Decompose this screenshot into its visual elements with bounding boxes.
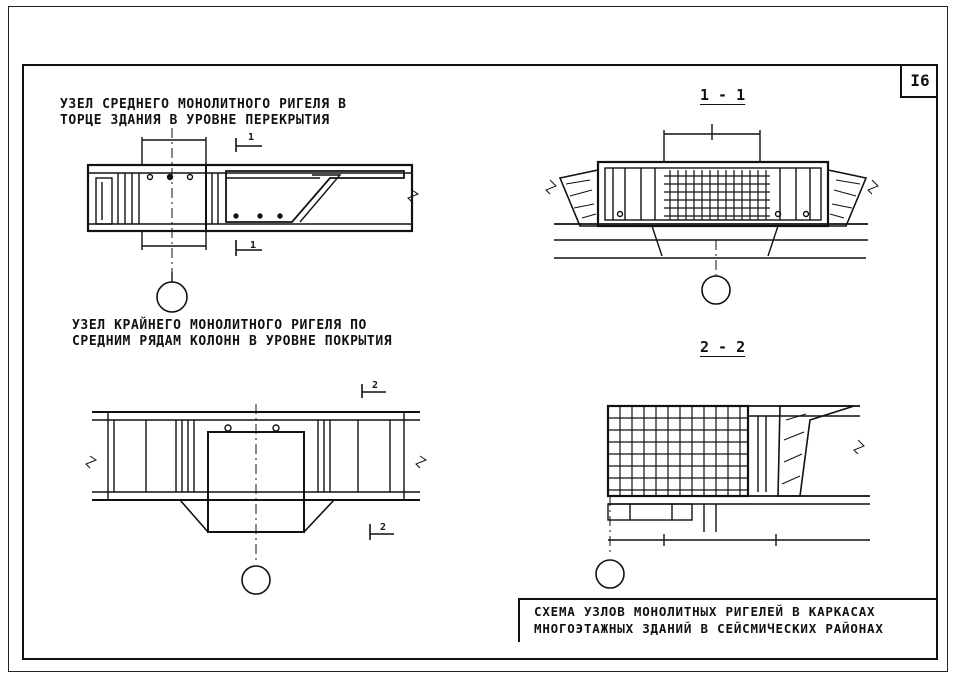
node2-drawing <box>85 384 428 595</box>
section-2-2-drawing <box>595 404 870 589</box>
node1-drawing <box>86 128 420 313</box>
sheet-number: I6 <box>900 64 938 98</box>
title-line2: МНОГОЭТАЖНЫХ ЗДАНИЙ В СЕЙСМИЧЕСКИХ РАЙОН… <box>534 621 884 636</box>
cut-mark-1-top: 1 <box>248 132 255 143</box>
node2-caption-line2: СРЕДНИМ РЯДАМ КОЛОНН В УРОВНЕ ПОКРЫТИЯ <box>72 334 393 349</box>
section-1-1-drawing <box>545 124 879 305</box>
title-block: СХЕМА УЗЛОВ МОНОЛИТНЫХ РИГЕЛЕЙ В КАРКАСА… <box>518 598 938 642</box>
node2-caption-line1: УЗЕЛ КРАЙНЕГО МОНОЛИТНОГО РИГЕЛЯ ПО <box>72 318 367 333</box>
cut-mark-1-bottom: 1 <box>250 240 257 251</box>
cut-mark-2-bottom: 2 <box>380 522 387 533</box>
inner-frame <box>22 64 938 660</box>
title-line1: СХЕМА УЗЛОВ МОНОЛИТНЫХ РИГЕЛЕЙ В КАРКАСА… <box>534 604 876 619</box>
section-2-2-label: 2 - 2 <box>700 338 746 356</box>
section-1-1-label: 1 - 1 <box>700 86 746 104</box>
node1-caption-line1: УЗЕЛ СРЕДНЕГО МОНОЛИТНОГО РИГЕЛЯ В <box>60 97 347 112</box>
outer-frame <box>8 6 948 672</box>
cut-mark-2-top: 2 <box>372 380 379 391</box>
node1-caption-line2: ТОРЦЕ ЗДАНИЯ В УРОВНЕ ПЕРЕКРЫТИЯ <box>60 113 330 128</box>
